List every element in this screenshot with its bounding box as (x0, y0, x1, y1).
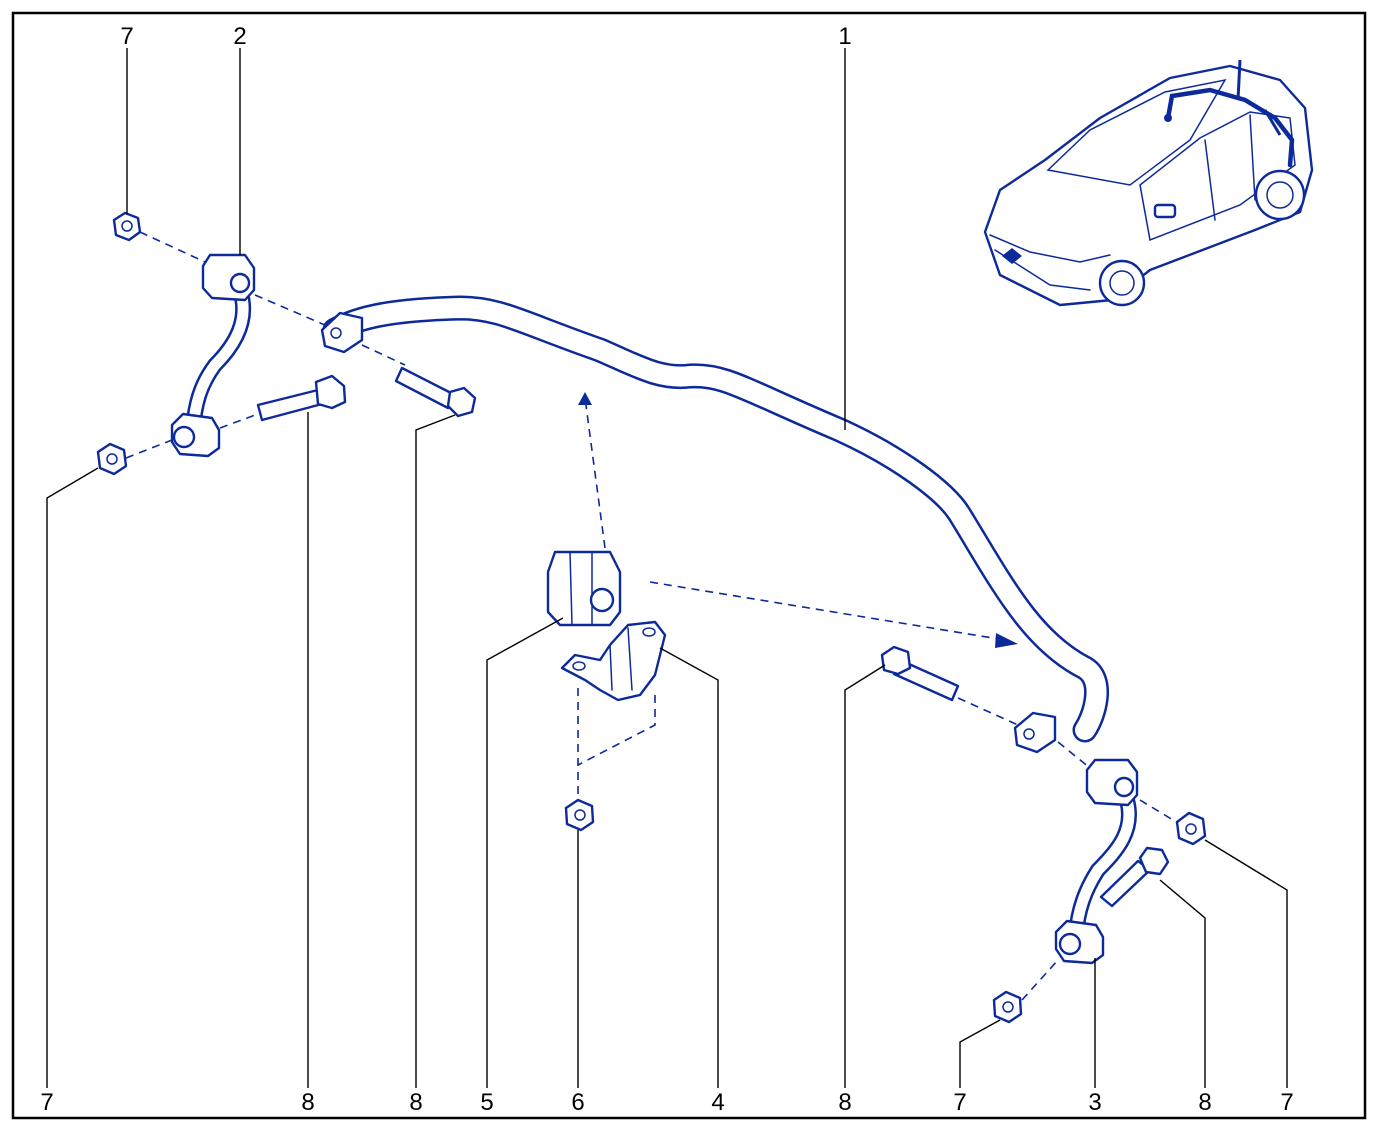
callout-top-7: 7 (120, 23, 133, 50)
nut-right-upper (1175, 811, 1207, 846)
nut-right-lower (992, 990, 1023, 1024)
callout-bottom-8d: 8 (1198, 1089, 1211, 1116)
assembly-axes (125, 231, 1179, 1001)
bolt-left-bar (394, 366, 477, 418)
nut-bracket (564, 798, 595, 832)
callout-bottom-8a: 8 (301, 1089, 314, 1116)
callout-top-2: 2 (233, 23, 246, 50)
callout-bottom-8b: 8 (409, 1089, 422, 1116)
bush-bracket (560, 620, 667, 702)
diagram-frame (11, 11, 1367, 1120)
bar-bush (546, 550, 622, 627)
callout-bottom-7a: 7 (40, 1089, 53, 1116)
right-link-rod (1054, 758, 1139, 965)
left-link-rod (170, 253, 256, 458)
anti-roll-bar (320, 295, 1110, 754)
callout-bottom-7b: 7 (953, 1089, 966, 1116)
vehicle-location-thumbnail (983, 59, 1314, 307)
bolt-right-bar (880, 645, 960, 702)
callout-bottom-5: 5 (480, 1089, 493, 1116)
callout-top-1: 1 (838, 23, 851, 50)
callout-bottom-8c: 8 (838, 1089, 851, 1116)
callout-bottom-4: 4 (711, 1089, 724, 1116)
callout-labels: 7 2 1 7 8 8 5 6 4 8 7 3 8 7 (40, 23, 1293, 1116)
nut-top-left (112, 211, 142, 242)
bolt-right-link (1099, 846, 1170, 908)
nut-bottom-left (96, 442, 128, 476)
callout-leaders (46, 48, 1288, 1088)
callout-bottom-7c: 7 (1280, 1089, 1293, 1116)
callout-bottom-3: 3 (1088, 1089, 1101, 1116)
callout-bottom-6: 6 (571, 1089, 584, 1116)
bolt-left-link (256, 374, 347, 422)
